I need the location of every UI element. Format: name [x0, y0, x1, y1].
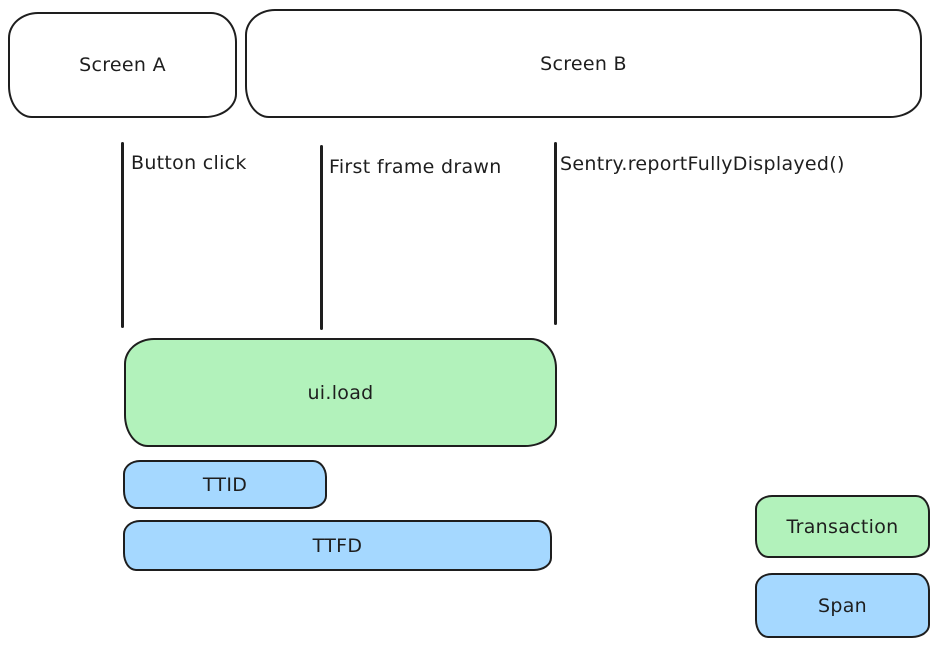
- marker-label-report-fully-displayed: Sentry.reportFullyDisplayed(): [560, 153, 845, 175]
- transaction-bar-ui-load-label: ui.load: [307, 381, 374, 404]
- transaction-bar-ui-load: ui.load: [124, 338, 557, 447]
- marker-line-first-frame-drawn: [320, 145, 323, 330]
- screen-a-box: Screen A: [8, 12, 237, 118]
- legend-transaction-box: Transaction: [755, 495, 930, 558]
- screen-b-box: Screen B: [245, 9, 922, 118]
- legend-span-label: Span: [817, 594, 867, 617]
- span-bar-ttfd-label: TTFD: [312, 534, 363, 557]
- span-bar-ttid: TTID: [123, 460, 327, 509]
- marker-line-button-click: [121, 142, 124, 328]
- screen-a-label: Screen A: [79, 54, 166, 76]
- screen-b-label: Screen B: [540, 52, 627, 75]
- legend-span-box: Span: [755, 573, 930, 638]
- marker-label-first-frame-drawn: First frame drawn: [329, 156, 502, 178]
- marker-label-button-click: Button click: [131, 152, 247, 174]
- legend-transaction-label: Transaction: [786, 515, 899, 538]
- span-bar-ttid-label: TTID: [202, 473, 248, 496]
- marker-line-report-fully-displayed: [554, 142, 557, 325]
- span-bar-ttfd: TTFD: [123, 520, 552, 571]
